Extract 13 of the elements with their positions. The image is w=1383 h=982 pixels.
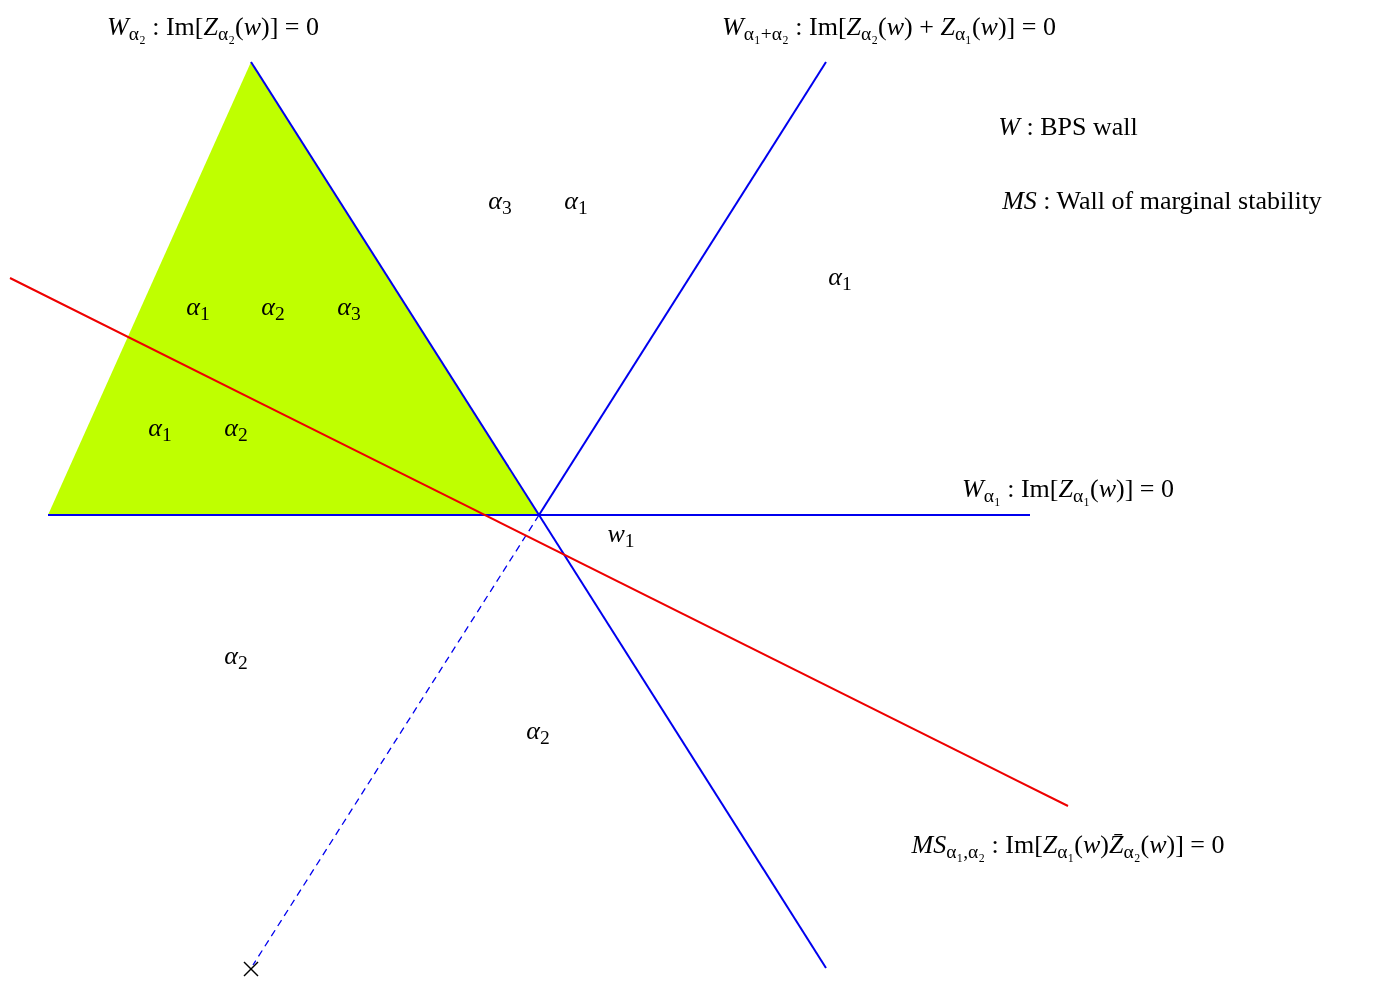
math-label: W : BPS wall bbox=[998, 114, 1138, 140]
math-label: α$_{2}$ bbox=[224, 415, 248, 441]
math-label: α$_{2}$ bbox=[224, 643, 248, 669]
math-label: MS : Wall of marginal stability bbox=[1002, 188, 1322, 214]
math-label: α$_{1}$ bbox=[564, 188, 588, 214]
math-label: α$_{1}$ bbox=[148, 415, 172, 441]
math-label: α$_{3}$ bbox=[337, 294, 361, 320]
math-label: α$_{2}$ bbox=[526, 718, 550, 744]
math-label: α$_{2}$ bbox=[261, 294, 285, 320]
math-label: α$_{1}$ bbox=[828, 264, 852, 290]
math-label: w$_{1}$ bbox=[607, 521, 635, 547]
math-label: α$_{1}$ bbox=[186, 294, 210, 320]
math-label: α$_{3}$ bbox=[488, 188, 512, 214]
